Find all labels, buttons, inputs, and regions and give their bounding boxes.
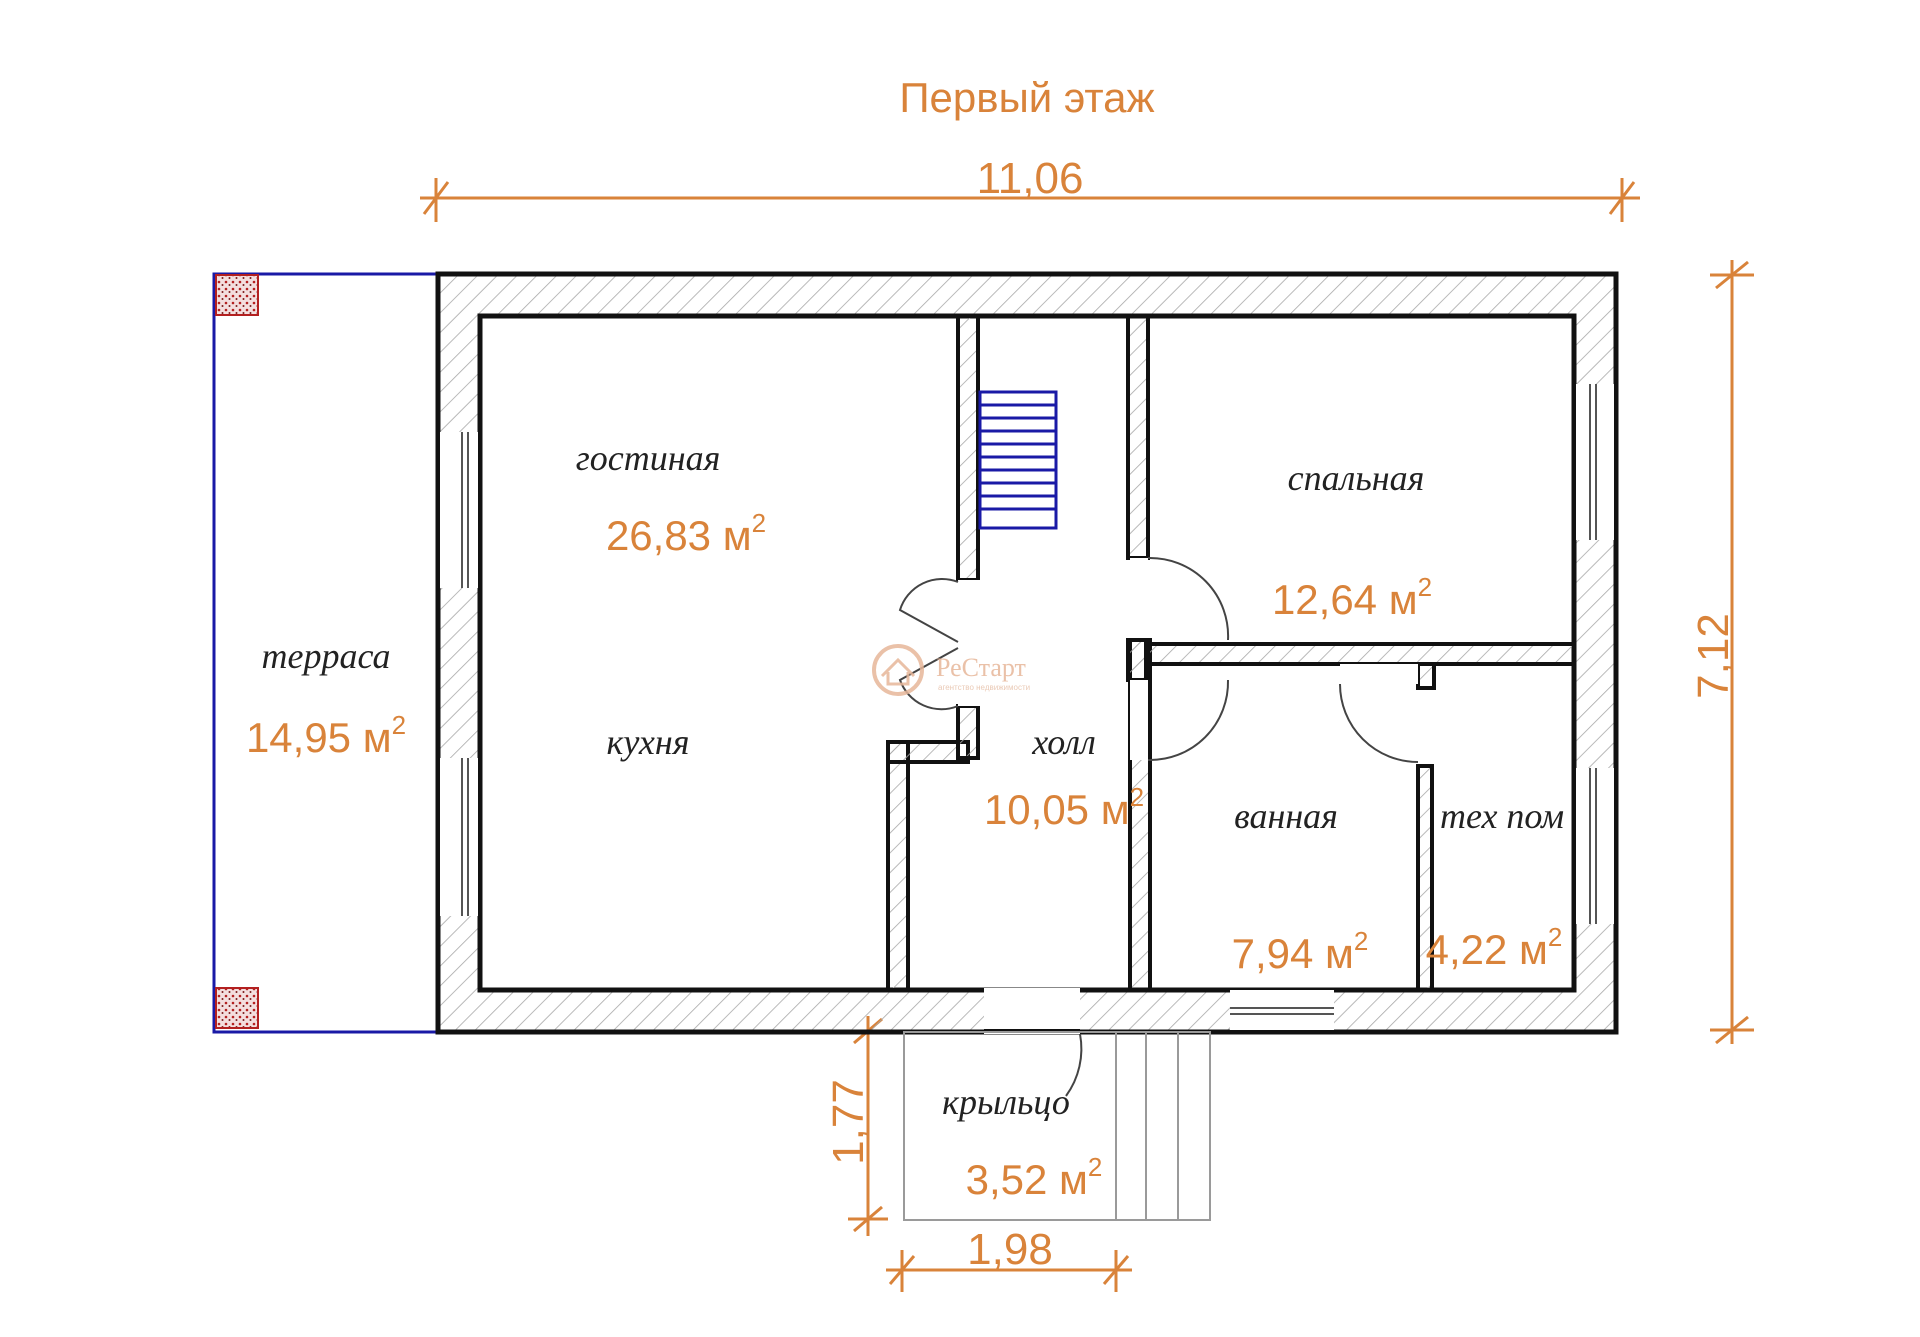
room-area-porch: 3,52 м2 [966,1152,1103,1203]
dimension-total-height-label: 7,12 [1689,613,1738,699]
dimension-total-width [420,178,1640,222]
terrace-post-bottom [215,987,259,1029]
dimension-total-width-label: 11,06 [977,154,1084,203]
room-name-hall: холл [1031,722,1096,762]
room-area-bath: 7,94 м2 [1232,926,1369,977]
room-area-terrace: 14,95 м2 [246,710,406,761]
dimension-porch-depth-label: 1,77 [824,1079,873,1165]
openings [440,384,1614,1034]
terrace-post-top [215,274,259,316]
watermark-logo-icon [872,644,924,696]
room-name-tech: тех пом [1440,796,1564,836]
room-name-bedroom: спальная [1288,458,1425,498]
stairs [978,390,1058,530]
dimension-total-height [1710,260,1754,1045]
room-name-living: гостиная [576,438,721,478]
room-name-porch: крыльцо [942,1082,1070,1122]
dimension-porch-width [886,1250,1132,1292]
room-area-bedroom: 12,64 м2 [1272,572,1432,623]
watermark: РеСтарт агентство недвижимости [872,644,1030,696]
watermark-name: РеСтарт [936,653,1026,682]
room-area-living: 26,83 м2 [606,508,766,559]
room-name-terrace: терраса [261,636,390,676]
watermark-tagline: агентство недвижимости [938,683,1030,692]
walls [435,271,1619,1035]
porch [903,1031,1211,1221]
room-area-tech: 4,22 м2 [1426,922,1563,973]
room-area-hall: 10,05 м2 [984,782,1144,833]
plan-title: Первый этаж [899,74,1154,121]
dimension-porch-width-label: 1,98 [967,1225,1053,1274]
room-name-bath: ванная [1234,796,1338,836]
room-name-kitchen: кухня [607,722,690,762]
